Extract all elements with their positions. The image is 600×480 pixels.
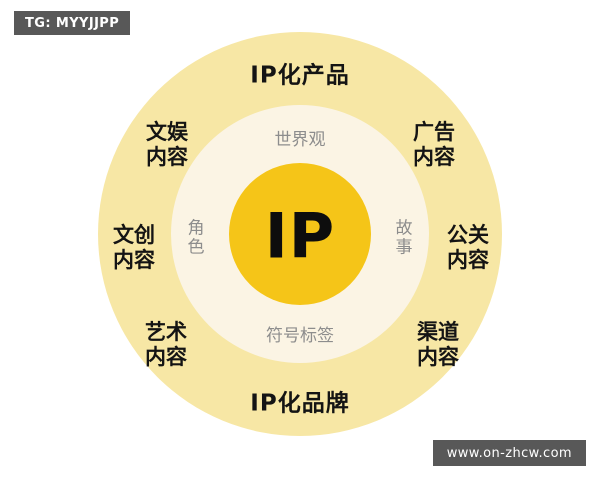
outer-label-bottom: IP化品牌 bbox=[250, 390, 350, 417]
outer-label-bottom-left: 艺术 内容 bbox=[145, 320, 187, 369]
outer-label-middle-right: 公关 内容 bbox=[447, 223, 489, 272]
website-watermark-badge: www.on-zhcw.com bbox=[432, 440, 586, 466]
outer-label-bottom-right: 渠道 内容 bbox=[417, 320, 459, 369]
inner-label-right: 故 事 bbox=[395, 218, 413, 257]
telegram-watermark-badge: TG: MYYJJPP bbox=[14, 11, 131, 35]
outer-label-middle-left: 文创 内容 bbox=[113, 223, 155, 272]
inner-label-top: 世界观 bbox=[274, 129, 326, 150]
outer-label-top: IP化产品 bbox=[250, 62, 350, 89]
core-circle bbox=[229, 163, 371, 305]
inner-label-left: 角 色 bbox=[187, 218, 205, 257]
outer-label-top-left: 文娱 内容 bbox=[146, 120, 188, 169]
inner-label-bottom: 符号标签 bbox=[266, 325, 334, 346]
core-label: IP bbox=[264, 199, 336, 273]
outer-label-top-right: 广告 内容 bbox=[413, 120, 455, 169]
